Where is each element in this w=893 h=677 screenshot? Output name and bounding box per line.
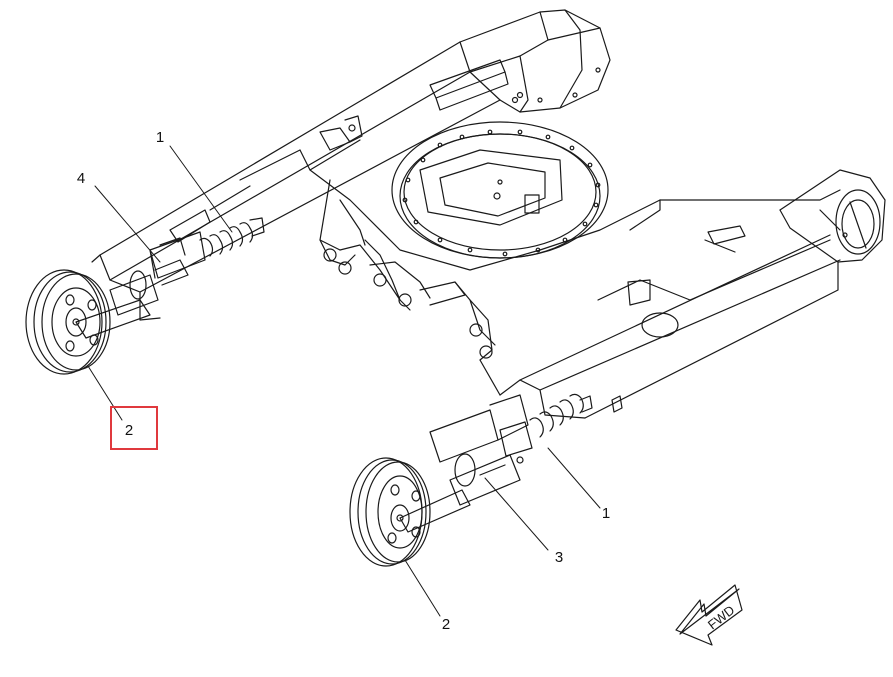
leader-line-1-upper bbox=[170, 146, 232, 232]
left-track-adjuster bbox=[110, 218, 264, 315]
right-side-frame bbox=[480, 235, 840, 418]
leader-line-2-lower bbox=[405, 560, 440, 616]
fwd-label: FWD bbox=[705, 602, 738, 632]
leader-line-3 bbox=[485, 478, 548, 550]
center-body-plate bbox=[310, 170, 840, 360]
right-recoil-spring bbox=[530, 394, 592, 437]
callout-4: 4 bbox=[76, 170, 86, 187]
left-front-idler bbox=[26, 270, 150, 374]
right-track-adjuster bbox=[430, 394, 592, 505]
callout-1-upper: 1 bbox=[155, 129, 165, 146]
right-front-idler bbox=[350, 458, 470, 566]
rear-frame-mount bbox=[430, 10, 610, 112]
callout-3: 3 bbox=[554, 549, 564, 566]
leader-lines bbox=[88, 146, 600, 616]
callout-2-highlight-box bbox=[110, 406, 158, 450]
leader-line-1-lower bbox=[548, 448, 600, 508]
rear-right-sprocket-housing bbox=[780, 170, 885, 262]
left-recoil-spring bbox=[200, 218, 264, 256]
callout-2-left: 2 bbox=[124, 422, 134, 439]
callout-2-lower: 2 bbox=[441, 616, 451, 633]
forward-arrow-icon: FWD bbox=[676, 585, 742, 645]
swing-bearing-ring bbox=[392, 122, 608, 258]
leader-line-4 bbox=[95, 186, 160, 262]
leader-line-2-left bbox=[88, 366, 122, 420]
left-side-frame bbox=[92, 42, 500, 320]
callout-1-lower: 1 bbox=[601, 505, 611, 522]
